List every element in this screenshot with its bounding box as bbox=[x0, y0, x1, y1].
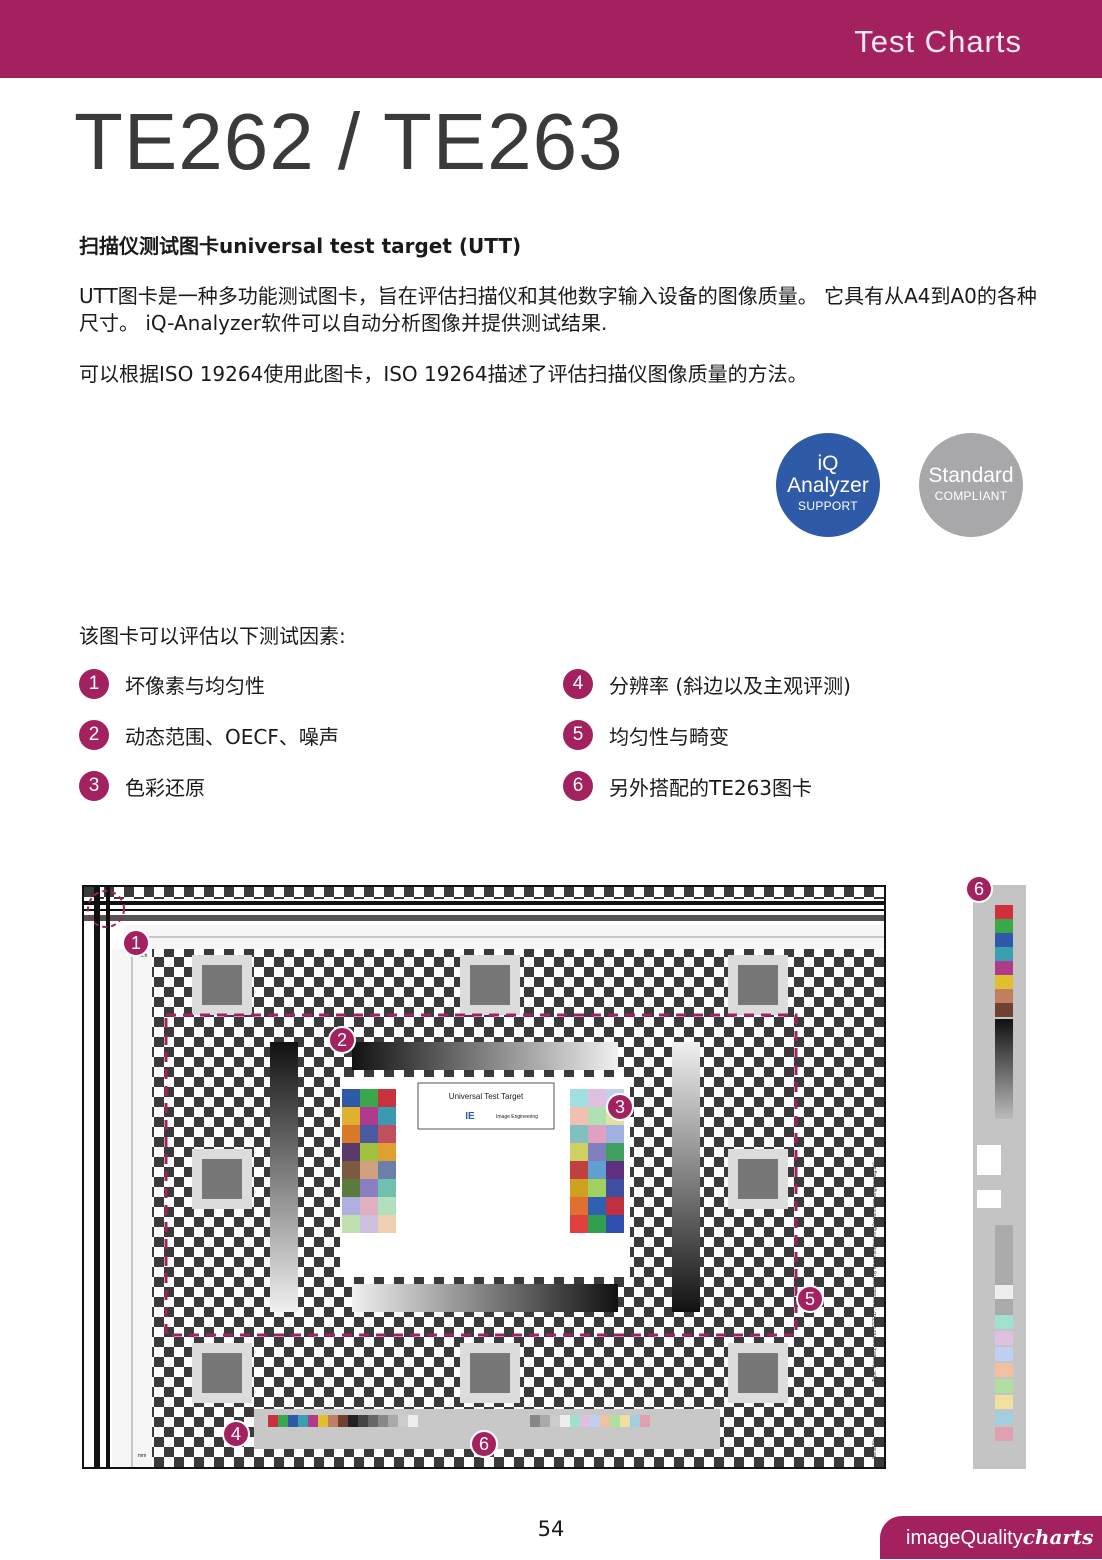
target-title-text: Universal Test Target bbox=[449, 1092, 524, 1101]
factor-label: 分辨率 (斜边以及主观评测) bbox=[609, 673, 851, 698]
factor-number: 5 bbox=[563, 720, 593, 750]
page-number: 54 bbox=[537, 1517, 565, 1541]
factor-label: 动态范围、OECF、噪声 bbox=[125, 724, 339, 749]
factor-item: 2 动态范围、OECF、噪声 bbox=[79, 719, 339, 751]
brand-text-b: charts bbox=[1022, 1525, 1094, 1549]
description-paragraph: UTT图卡是一种多功能测试图卡，旨在评估扫描仪和其他数字输入设备的图像质量。 它… bbox=[79, 284, 1037, 335]
badge-iq-line2: Analyzer bbox=[787, 474, 869, 497]
factor-item: 5 均匀性与畸变 bbox=[563, 719, 729, 751]
factor-label: 均匀性与畸变 bbox=[609, 724, 729, 749]
factor-number: 1 bbox=[79, 669, 109, 699]
utt-chart-image: Universal Test Target IE Image Engineeri… bbox=[82, 885, 886, 1469]
chart-marker: 3 bbox=[606, 1093, 634, 1121]
strip-marker: 6 bbox=[965, 875, 993, 903]
brand-logo: imageQualitycharts bbox=[880, 1516, 1102, 1559]
factor-item: 3 色彩还原 bbox=[79, 770, 205, 802]
factor-label: 坏像素与均匀性 bbox=[125, 673, 265, 698]
badge-iq-line1: iQ bbox=[817, 452, 839, 475]
color-patches-left bbox=[342, 1089, 396, 1233]
factor-label: 另外搭配的TE263图卡 bbox=[609, 775, 813, 800]
page-title: TE262 / TE263 bbox=[74, 97, 624, 186]
section-title: Test Charts bbox=[854, 24, 1022, 59]
chart-marker: 1 bbox=[122, 929, 150, 957]
ie-logo-text: IE bbox=[465, 1111, 475, 1122]
badge-std-line1: Standard bbox=[928, 464, 1014, 487]
inch-label: Inch bbox=[138, 953, 148, 959]
brand-text-a: imageQuality bbox=[906, 1527, 1023, 1549]
header-bar: Test Charts bbox=[0, 0, 1102, 78]
te263-strip-svg bbox=[973, 885, 1026, 1469]
chart-marker: 5 bbox=[796, 1285, 824, 1313]
factor-item: 4 分辨率 (斜边以及主观评测) bbox=[563, 668, 851, 700]
badge-iq-line3: SUPPORT bbox=[798, 499, 858, 513]
factor-number: 4 bbox=[563, 669, 593, 699]
factor-number: 6 bbox=[563, 771, 593, 801]
color-patches-right bbox=[570, 1089, 624, 1233]
manufacturer-text: Type: standard, expires 07/2017, manufac… bbox=[872, 1162, 878, 1382]
iq-analyzer-badge: iQ Analyzer SUPPORT bbox=[776, 433, 880, 537]
badge-std-line2: COMPLIANT bbox=[934, 489, 1008, 503]
subtitle: 扫描仪测试图卡universal test target (UTT) bbox=[79, 234, 522, 258]
factor-item: 6 另外搭配的TE263图卡 bbox=[563, 770, 812, 802]
factors-title: 该图卡可以评估以下测试因素: bbox=[79, 624, 346, 648]
factor-item: 1 坏像素与均匀性 bbox=[79, 668, 265, 700]
factor-number: 3 bbox=[79, 771, 109, 801]
mm-label: mm bbox=[138, 1453, 146, 1459]
te263-strip-image bbox=[973, 885, 1026, 1469]
chart-marker: 6 bbox=[470, 1430, 498, 1458]
utt-chart-svg: Universal Test Target IE Image Engineeri… bbox=[84, 887, 884, 1467]
factor-number: 2 bbox=[79, 720, 109, 750]
standard-compliant-badge: Standard COMPLIANT bbox=[919, 433, 1023, 537]
chart-marker: 2 bbox=[328, 1026, 356, 1054]
chart-marker: 4 bbox=[222, 1420, 250, 1448]
iso-paragraph: 可以根据ISO 19264使用此图卡，ISO 19264描述了评估扫描仪图像质量… bbox=[79, 362, 808, 386]
serial-text: Serial No. bbox=[872, 1437, 878, 1459]
factor-label: 色彩还原 bbox=[125, 775, 205, 800]
ie-company-text: Image Engineering bbox=[496, 1114, 538, 1120]
